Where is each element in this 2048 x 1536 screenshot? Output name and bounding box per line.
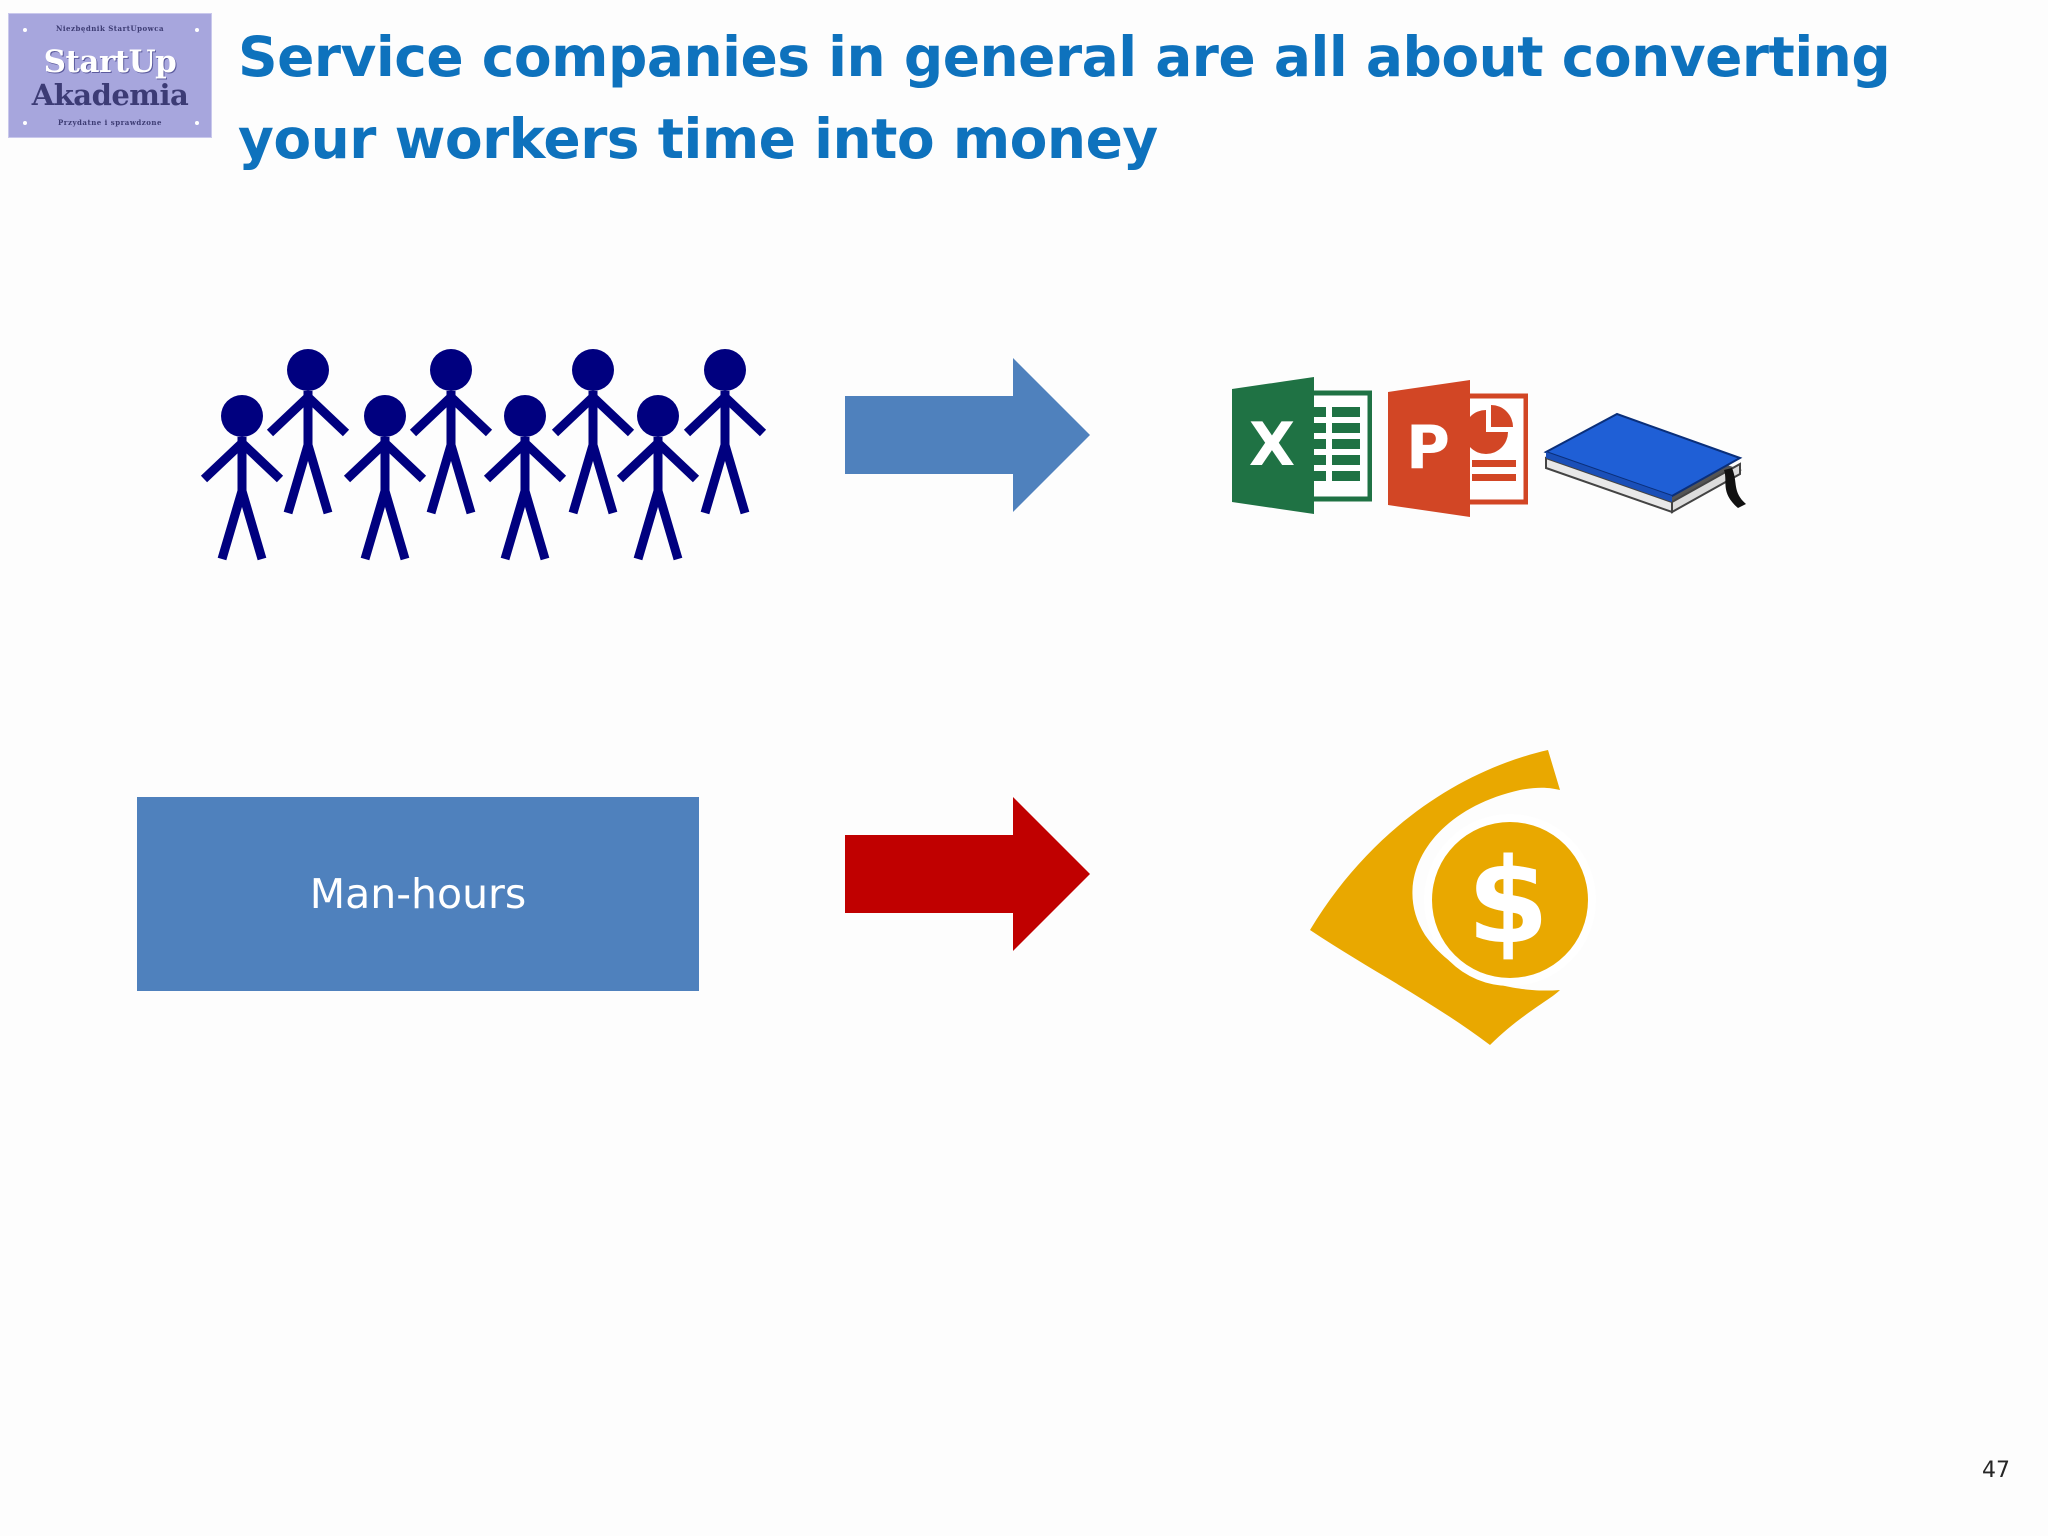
svg-text:P: P xyxy=(1406,413,1450,483)
logo-dot xyxy=(195,121,199,125)
slide-title: Service companies in general are all abo… xyxy=(238,25,1891,171)
stick-figure xyxy=(483,395,567,561)
stick-figure xyxy=(266,349,350,515)
arrow-right-icon xyxy=(845,797,1090,951)
page-number: 47 xyxy=(1982,1458,2010,1483)
stick-figures-icon xyxy=(200,349,767,561)
logo-top-text: Niezbędnik StartUpowca xyxy=(55,24,164,33)
man-hours-label: Man-hours xyxy=(309,870,527,918)
stick-figure xyxy=(409,349,493,515)
powerpoint-icon: P xyxy=(1388,380,1528,517)
startup-akademia-logo: Niezbędnik StartUpowca StartUp Akademia … xyxy=(8,13,212,138)
stick-figure xyxy=(616,395,700,561)
svg-text:$: $ xyxy=(1467,832,1549,970)
excel-icon: X xyxy=(1232,377,1372,514)
logo-bottom-text: Przydatne i sprawdzone xyxy=(58,118,162,127)
book-icon xyxy=(1543,412,1746,514)
logo-main-line-2: Akademia xyxy=(31,78,189,112)
arrow-top-shape xyxy=(845,358,1090,512)
stick-figure xyxy=(551,349,635,515)
logo-dot xyxy=(23,121,27,125)
logo-dot xyxy=(23,28,27,32)
arrow-bottom-shape xyxy=(845,797,1090,951)
stick-figure xyxy=(343,395,427,561)
stick-figure xyxy=(683,349,767,515)
stick-figure xyxy=(200,395,284,561)
dollar-coin-icon: $ xyxy=(1310,750,1596,1045)
logo-dot xyxy=(195,28,199,32)
arrow-right-icon xyxy=(845,358,1090,512)
logo-main-line-1: StartUp xyxy=(43,44,177,80)
svg-text:X: X xyxy=(1249,410,1295,480)
man-hours-box: Man-hours xyxy=(137,797,699,991)
